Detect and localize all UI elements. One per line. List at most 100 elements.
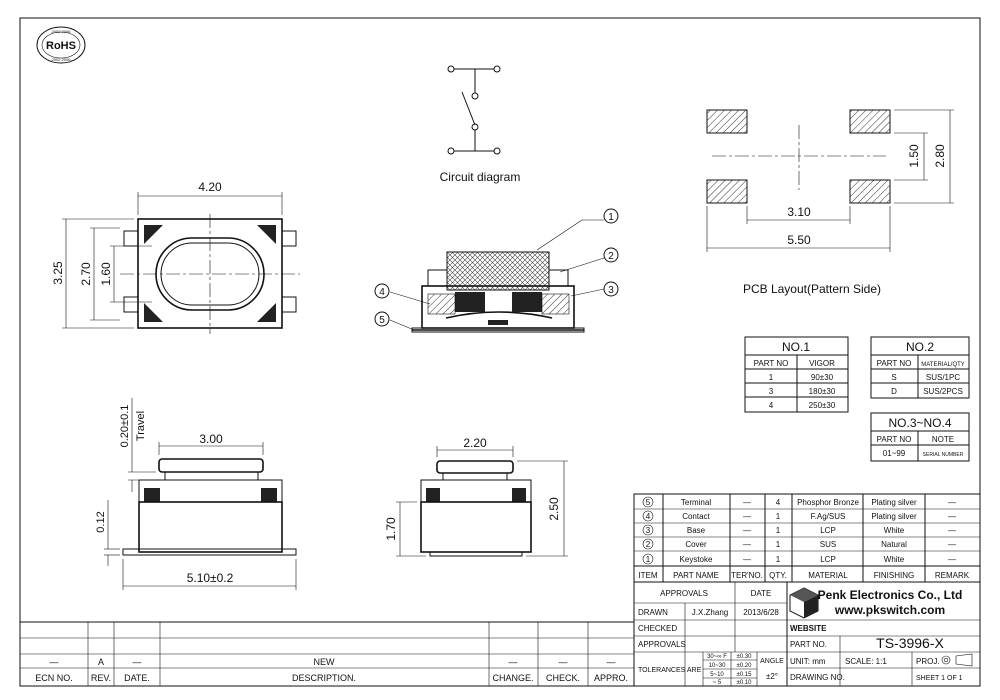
rev-header-check: CHECK. <box>546 673 580 683</box>
bom-item: 4 <box>646 512 651 521</box>
pcb-dim-280: 2.80 <box>933 144 947 168</box>
side-dim-top: 2.20 <box>463 436 487 450</box>
bom-header-item: ITEM <box>638 571 657 580</box>
bom-header-material: MATERIAL <box>808 571 848 580</box>
bom-finish: Plating silver <box>871 512 917 521</box>
pcb-dim-550: 5.50 <box>787 233 811 247</box>
bom-material: LCP <box>820 555 836 564</box>
bom-item: 1 <box>646 555 651 564</box>
tb-tol-value: ±0.20 <box>737 663 753 669</box>
top-view: 4.20 3.25 2.70 1.60 <box>51 180 300 334</box>
bom-qty: 1 <box>776 512 781 521</box>
table-no2-cell: SUS/2PCS <box>923 387 963 396</box>
callout-5: 5 <box>379 315 385 326</box>
tb-tol-range: 5~10 <box>710 672 724 678</box>
bom-remark: — <box>948 526 956 535</box>
tb-website-label: WEBSITE <box>790 624 827 633</box>
tb-angle-label: ANGLE <box>760 658 784 665</box>
table-no1-cell: 4 <box>769 401 774 410</box>
rev-desc: NEW <box>314 657 336 667</box>
bom-ter: — <box>743 540 751 549</box>
circuit-caption: Circuit diagram <box>440 170 521 184</box>
table-no34-header-partno: PART NO <box>877 435 912 444</box>
tb-proj: PROJ. <box>916 657 940 666</box>
tb-scale: SCALE: 1:1 <box>845 657 887 666</box>
tb-tol-range: 10~30 <box>709 663 727 669</box>
table-no2: NO.2 PART NO MATERIAL/QTY S SUS/1PC D SU… <box>870 336 970 399</box>
bom-item: 5 <box>646 498 651 507</box>
bom-item: 2 <box>646 540 651 549</box>
rohs-ring-top: 2002 2006 <box>52 29 72 34</box>
table-no2-title: NO.2 <box>906 340 934 354</box>
bom-name: Contact <box>682 512 710 521</box>
rohs-label: RoHS <box>46 40 76 52</box>
projection-symbol-icon <box>941 653 973 667</box>
tb-drawing-no: DRAWING NO. <box>790 673 845 682</box>
front-dim-width: 5.10±0.2 <box>187 571 234 585</box>
table-no1-title: NO.1 <box>782 340 810 354</box>
bom-name: Keystoke <box>680 555 713 564</box>
bom-ter: — <box>743 526 751 535</box>
rohs-ring-bottom: 2002 2006 <box>52 57 72 62</box>
callout-2: 2 <box>608 251 614 262</box>
bom-finish: White <box>884 526 905 535</box>
bom-finish: White <box>884 555 905 564</box>
table-no2-cell: D <box>891 387 897 396</box>
rev-change: — <box>509 657 518 667</box>
tb-tol-value: ±0.30 <box>737 654 753 660</box>
rev-header-appro: APPRO. <box>594 673 628 683</box>
callout-1: 1 <box>608 212 614 223</box>
rev-header-ecn: ECN NO. <box>35 673 73 683</box>
revision-block: — A — NEW — — — ECN NO. REV. DATE. DESCR… <box>19 621 635 687</box>
table-no1-cell: 250±30 <box>809 401 836 410</box>
rev-header-date: DATE. <box>124 673 150 683</box>
table-no1: NO.1 PART NO VIGOR 1 90±30 3 180±30 4 25… <box>744 336 849 413</box>
pcb-pad-br <box>849 179 891 204</box>
tb-tol-range: ~ 5 <box>713 680 722 686</box>
circuit-diagram: Circuit diagram <box>440 65 521 184</box>
dim-top-height: 3.25 <box>51 261 65 285</box>
bom-header-remark: REMARK <box>935 571 970 580</box>
table-no1-cell: 180±30 <box>809 387 836 396</box>
side-dim-h1: 1.70 <box>384 517 398 541</box>
bom-ter: — <box>743 555 751 564</box>
front-label-travel: Travel <box>135 411 147 441</box>
bom-material: SUS <box>820 540 836 549</box>
table-no2-header-material: MATERIAL/QTY <box>921 362 965 368</box>
tb-approvals2: APPROVALS <box>638 640 686 649</box>
rev-header-rev: REV. <box>91 673 111 683</box>
bom-remark: — <box>948 498 956 507</box>
tb-unit: UNIT: mm <box>790 657 826 666</box>
company-logo <box>789 587 819 619</box>
table-no34-cell: 01~99 <box>883 449 906 458</box>
bom-remark: — <box>948 512 956 521</box>
bom-qty: 1 <box>776 555 781 564</box>
bom-item: 3 <box>646 526 651 535</box>
bom-name: Terminal <box>681 498 711 507</box>
callout-3: 3 <box>608 285 614 296</box>
bom-qty: 1 <box>776 526 781 535</box>
rohs-badge: RoHS 2002 2006 2002 2006 <box>36 26 86 64</box>
front-view: 3.00 0.20±0.1 Travel 0.12 5.10±0.2 <box>95 398 297 590</box>
table-no2-cell: SUS/1PC <box>926 373 960 382</box>
front-dim-travel: 0.20±0.1 <box>119 405 131 448</box>
bom-finish: Plating silver <box>871 498 917 507</box>
tb-sheet: SHEET 1 OF 1 <box>916 675 963 682</box>
bom-material: Phosphor Bronze <box>797 498 859 507</box>
bom-finish: Natural <box>881 540 907 549</box>
table-no1-cell: 3 <box>769 387 774 396</box>
rev-check: — <box>559 657 568 667</box>
tb-approvals: APPROVALS <box>660 589 708 598</box>
bom-header-finish: FINISHING <box>874 571 914 580</box>
tb-tol-value: ±0.15 <box>737 672 753 678</box>
tb-drawn-date: 2013/6/28 <box>743 608 779 617</box>
rev-header-change: CHANGE. <box>492 673 533 683</box>
bom-header-ter: TER'NO. <box>731 571 763 580</box>
table-no34-cell: SERIAL NUMBER <box>923 452 964 458</box>
table-no2-header-partno: PART NO <box>877 359 912 368</box>
title-block: APPROVALS DATE DRAWN J.X.Zhang 2013/6/28… <box>633 581 981 687</box>
bom-qty: 4 <box>776 498 781 507</box>
tb-checked: CHECKED <box>638 624 677 633</box>
tb-drawn: DRAWN <box>638 608 668 617</box>
